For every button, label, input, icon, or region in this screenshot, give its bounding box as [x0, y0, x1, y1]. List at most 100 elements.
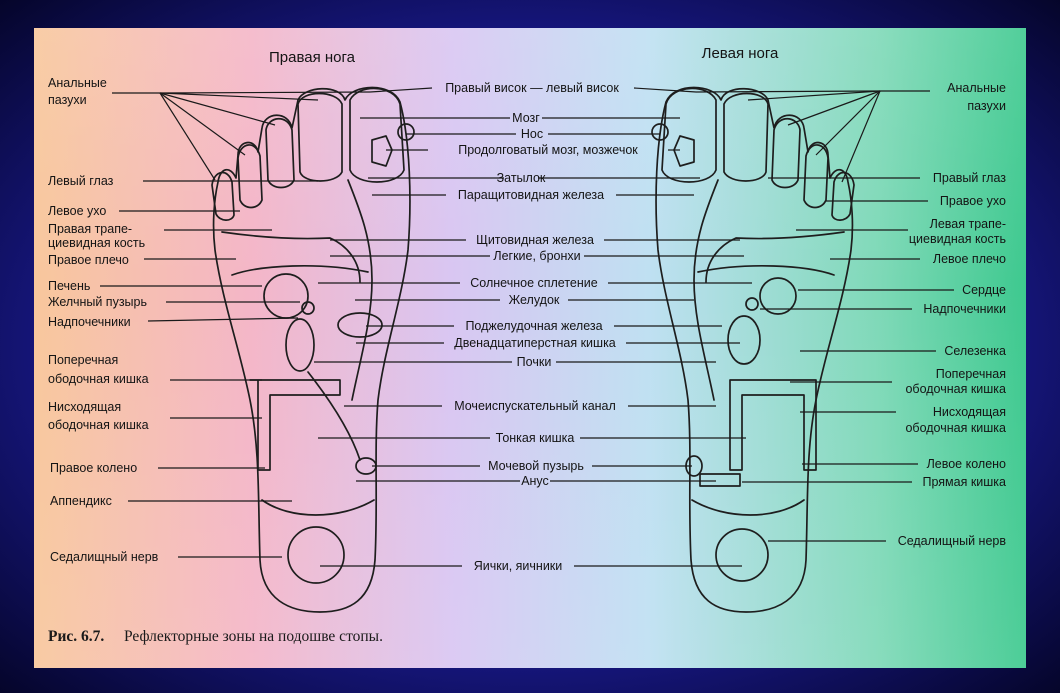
center-labels: Правый висок — левый висок Мозг Нос Прод…: [445, 81, 638, 573]
label-brain: Мозг: [512, 111, 540, 125]
label-left-eye: Левый глаз: [48, 174, 114, 188]
right-foot-diaphragm: [231, 264, 369, 276]
left-foot-drawing: [651, 86, 855, 613]
left-foot-big-toe: [661, 87, 717, 183]
right-foot-liver: [263, 273, 309, 319]
left-foot-nose-zone: [651, 123, 669, 141]
left-foot-diaphragm: [697, 264, 835, 276]
label-occiput: Затылок: [497, 171, 546, 185]
label-descending-colon-l2: ободочная кишка: [48, 418, 149, 432]
label-appendix: Аппендикс: [50, 494, 112, 508]
caption-label: Рис. 6.7.: [48, 628, 104, 645]
left-foot-adrenal: [745, 297, 759, 311]
right-foot-sciatic: [287, 526, 345, 584]
left-foot-toe-3: [771, 117, 801, 189]
right-foot-spine-line: [347, 179, 373, 401]
label-thyroid: Щитовидная железа: [476, 233, 594, 247]
label-pancreas: Поджелудочная железа: [465, 319, 602, 333]
left-foot-rectum: [699, 473, 741, 487]
label-sinuses-l1: Анальные: [48, 76, 107, 90]
label-parathyroid: Паращитовидная железа: [458, 188, 604, 202]
label-solar-plexus: Солнечное сплетение: [470, 276, 598, 290]
right-foot-ureter: [307, 371, 361, 461]
label-temples: Правый висок — левый висок: [445, 81, 619, 95]
left-foot-small-toe: [831, 171, 855, 221]
label-duodenum: Двенадцатиперстная кишка: [454, 336, 616, 350]
label-liver: Печень: [48, 279, 90, 293]
left-foot-lung-zone: [705, 231, 845, 283]
right-foot-heel-line: [261, 499, 375, 516]
right-foot-colon: [249, 379, 341, 471]
label-spleen: Селезенка: [944, 344, 1006, 358]
label-left-knee: Левое колено: [927, 457, 1006, 471]
left-foot-outline: [655, 86, 854, 613]
label-right-trapezius-1: Правая трапе-: [48, 222, 132, 236]
label-urethra: Мочеиспускательный канал: [454, 399, 616, 413]
right-foot-lung-zone: [221, 231, 361, 283]
label-descending-colon-r1: Нисходящая: [933, 405, 1006, 419]
leader-lines: [100, 87, 954, 567]
right-foot-title: Правая нога: [269, 49, 356, 66]
caption-text: Рефлекторные зоны на подошве стопы.: [124, 628, 383, 645]
label-sinuses-r1: Анальные: [947, 81, 1006, 95]
label-descending-colon-r2: ободочная кишка: [905, 421, 1006, 435]
label-adrenals-left: Надпочечники: [48, 315, 131, 329]
label-transverse-colon-r2: ободочная кишка: [905, 382, 1006, 396]
label-right-eye: Правый глаз: [933, 171, 1006, 185]
label-kidneys: Почки: [517, 355, 552, 369]
left-foot-heart: [759, 277, 797, 315]
label-gallbladder: Желчный пузырь: [48, 295, 147, 309]
label-gonads: Яички, яичники: [474, 559, 563, 573]
label-bladder: Мочевой пузырь: [488, 459, 584, 473]
right-foot-toe-3: [265, 117, 295, 189]
right-foot-drawing: [211, 86, 415, 613]
label-left-shoulder: Левое плечо: [933, 252, 1006, 266]
label-left-trapezius-2: циевидная кость: [909, 232, 1006, 246]
left-foot-cerebellum: [673, 135, 695, 167]
diagram-panel: [34, 28, 1026, 668]
right-foot-gallbladder: [301, 301, 315, 315]
label-rectum: Прямая кишка: [922, 475, 1006, 489]
right-foot-nose-zone: [397, 123, 415, 141]
left-side-labels: Анальные пазухи Левый глаз Левое ухо Пра…: [48, 76, 159, 564]
label-anus: Анус: [521, 474, 549, 488]
label-transverse-colon-r1: Поперечная: [936, 367, 1006, 381]
label-lungs: Легкие, бронхи: [493, 249, 580, 263]
label-stomach: Желудок: [509, 293, 560, 307]
label-descending-colon-l1: Нисходящая: [48, 400, 121, 414]
label-left-trapezius-1: Левая трапе-: [930, 217, 1006, 231]
left-foot-spine-line: [693, 179, 719, 401]
left-foot-title: Левая нога: [702, 45, 779, 62]
right-foot-toe-4: [237, 144, 263, 209]
label-right-knee: Правое колено: [50, 461, 137, 475]
right-side-labels: Анальные пазухи Правый глаз Правое ухо Л…: [898, 81, 1007, 548]
left-foot-colon: [729, 379, 817, 471]
right-foot-cerebellum: [371, 135, 393, 167]
label-medulla-cerebellum: Продолговатый мозг, мозжечок: [458, 143, 638, 157]
right-foot-small-toe: [211, 171, 235, 221]
label-sciatic-right: Седалищный нерв: [898, 534, 1007, 548]
label-transverse-colon-l2: ободочная кишка: [48, 372, 149, 386]
right-foot-pancreas: [337, 312, 383, 338]
label-transverse-colon-l1: Поперечная: [48, 353, 118, 367]
label-heart: Сердце: [962, 283, 1006, 297]
left-foot-heel-line: [691, 499, 805, 516]
label-small-intestine: Тонкая кишка: [496, 431, 575, 445]
figure-caption: Рис. 6.7. Рефлекторные зоны на подошве с…: [48, 628, 383, 645]
left-foot-toe-4: [803, 144, 829, 209]
right-foot-big-toe: [349, 87, 405, 183]
right-foot-outline: [212, 86, 411, 613]
label-adrenals-right: Надпочечники: [923, 302, 1006, 316]
right-foot-kidney: [285, 318, 315, 372]
label-right-ear: Правое ухо: [940, 194, 1006, 208]
label-right-trapezius-2: циевидная кость: [48, 236, 145, 250]
right-foot-toe-2: [297, 92, 343, 182]
label-left-ear: Левое ухо: [48, 204, 106, 218]
label-sinuses-l2: пазухи: [48, 93, 87, 107]
left-foot-kidney: [727, 315, 761, 365]
label-right-shoulder: Правое плечо: [48, 253, 129, 267]
label-sciatic-left: Седалищный нерв: [50, 550, 159, 564]
left-foot-sciatic: [715, 528, 769, 582]
label-nose: Нос: [521, 127, 543, 141]
